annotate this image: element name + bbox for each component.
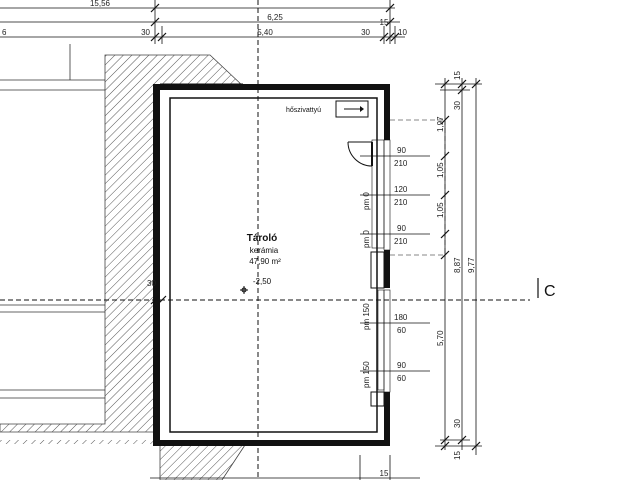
room-floor: kerámia <box>250 246 279 255</box>
dim-right-1: 1,97 <box>436 116 445 132</box>
dim-left-partial: 6 <box>2 28 7 37</box>
section-marker: C <box>537 278 556 300</box>
section-marker-label: C <box>544 283 556 300</box>
dim-wall-left: 30 <box>141 28 150 37</box>
room-walls <box>153 83 391 446</box>
dim-overall-right: 6,25 <box>267 13 283 22</box>
room-level: -2,50 <box>253 277 272 286</box>
opening-1-height: 210 <box>394 159 408 168</box>
opening-2-width: 120 <box>394 185 408 194</box>
opening-4-width: 180 <box>394 313 408 322</box>
opening-3-width: 90 <box>397 224 406 233</box>
dim-left-wall: 30 <box>147 279 156 288</box>
right-dimensions <box>435 78 482 455</box>
dim-bottom: 15 <box>380 469 389 478</box>
opening-3-height: 210 <box>394 237 408 246</box>
dim-right-9: 9,77 <box>467 257 476 273</box>
opening-1-width: 90 <box>397 146 406 155</box>
door-swing <box>347 141 373 167</box>
dim-right-10: 15 <box>453 451 462 460</box>
dim-right-5: 30 <box>453 101 462 110</box>
neighbour-room-lines <box>0 44 105 399</box>
dim-wall-right: 30 <box>361 28 370 37</box>
opening-3-parapet: pm 0 <box>362 230 371 248</box>
opening-5-width: 90 <box>397 361 406 370</box>
opening-5-height: 60 <box>397 374 406 383</box>
dim-right-3: 1,05 <box>436 202 445 218</box>
opening-2-parapet: pm 0 <box>362 192 371 210</box>
opening-4-parapet: pm 150 <box>362 303 371 330</box>
room-name: Tároló <box>247 233 278 244</box>
dim-finish-a: 15 <box>380 18 389 27</box>
room-labels: Tároló kerámia 47,90 m² -2,50 <box>240 233 281 294</box>
dim-finish-b: 10 <box>398 28 407 37</box>
room-area: 47,90 m² <box>249 257 281 266</box>
opening-2-height: 210 <box>394 198 408 207</box>
dim-right-4: 5,70 <box>436 330 445 346</box>
level-marker-icon <box>240 286 248 294</box>
hatched-terrain-left <box>0 54 246 480</box>
dim-right-8: 15 <box>453 71 462 80</box>
heat-pump-label: hőszivattyú <box>286 107 321 114</box>
opening-5-parapet: pm 150 <box>362 361 371 388</box>
dim-right-2: 1,05 <box>436 162 445 178</box>
dim-right-6: 8,87 <box>453 257 462 273</box>
heat-pump-unit: hőszivattyú <box>286 100 369 118</box>
opening-lines <box>360 155 430 372</box>
bottom-dimensions <box>150 455 420 480</box>
opening-4-height: 60 <box>397 326 406 335</box>
top-dimensions <box>0 0 405 44</box>
dim-overall-left: 15,56 <box>90 0 111 8</box>
dim-right-7: 30 <box>453 419 462 428</box>
dim-inner: 5,40 <box>257 28 273 37</box>
